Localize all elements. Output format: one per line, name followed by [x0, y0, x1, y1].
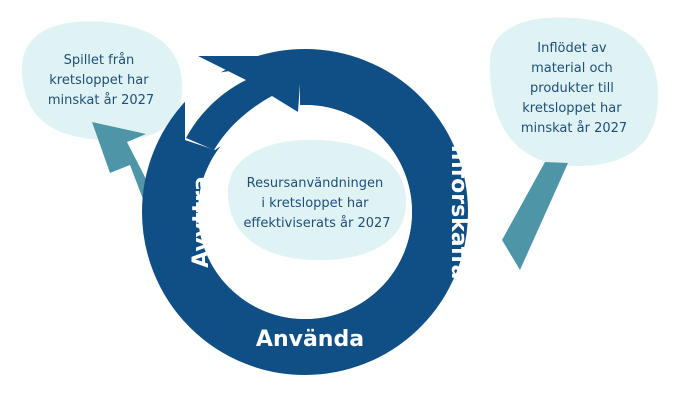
right-bubble-line: material och	[531, 61, 613, 76]
cycle-label-right: Införskaffa	[446, 145, 471, 280]
ring-top-segment	[300, 76, 385, 122]
right-bubble-line: Inflödet av	[537, 41, 607, 56]
right-bubble-line: minskat år 2027	[521, 121, 627, 136]
right-bubble	[489, 17, 659, 167]
right-bubble-line: kretsloppet har	[522, 101, 622, 116]
inflow-arrow	[502, 162, 568, 270]
left-bubble-text: Spillet från kretsloppet har minskat år …	[48, 53, 154, 108]
cycle-arrowhead	[186, 56, 302, 150]
right-bubble-text: Inflödet av material och produkter till …	[521, 41, 627, 136]
cycle-label-bottom: Använda	[256, 327, 364, 352]
center-bubble	[228, 139, 407, 261]
right-bubble-line: produkter till	[530, 81, 614, 96]
cycle-label-left: Avyttra	[189, 176, 214, 268]
center-bubble-line: Resursanvändningen	[247, 176, 384, 191]
left-bubble-line: minskat år 2027	[48, 93, 154, 108]
center-bubble-line: i kretsloppet har	[261, 196, 369, 211]
left-bubble-line: kretsloppet har	[49, 73, 149, 88]
left-bubble-line: Spillet från	[64, 53, 135, 68]
center-bubble-line: effektiviserats år 2027	[243, 216, 390, 231]
center-bubble-text: Resursanvändningen i kretsloppet har eff…	[243, 176, 390, 231]
left-bubble	[21, 21, 183, 141]
